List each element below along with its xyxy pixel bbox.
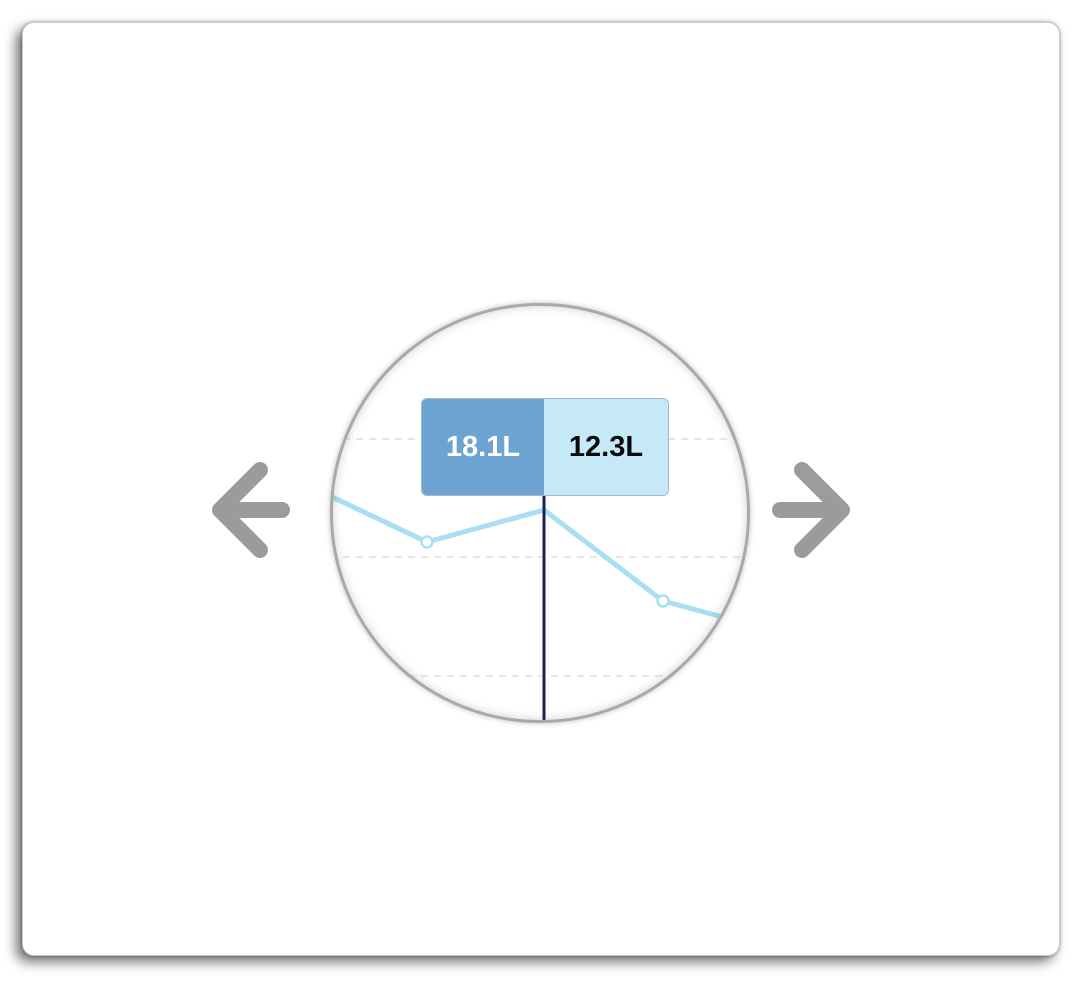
arrow-left-icon — [212, 462, 290, 558]
data-point — [420, 535, 434, 549]
value-tooltip: 18.1L 12.3L — [421, 398, 669, 496]
arrow-right-icon — [772, 462, 850, 558]
tooltip-primary-value: 18.1L — [422, 399, 544, 495]
zoomed-line-chart — [333, 438, 747, 720]
magnifier-lens: 18.1L 12.3L — [330, 303, 750, 723]
prev-button[interactable] — [210, 458, 290, 562]
tooltip-secondary-value: 12.3L — [544, 399, 668, 495]
data-point — [656, 594, 670, 608]
next-button[interactable] — [772, 458, 852, 562]
